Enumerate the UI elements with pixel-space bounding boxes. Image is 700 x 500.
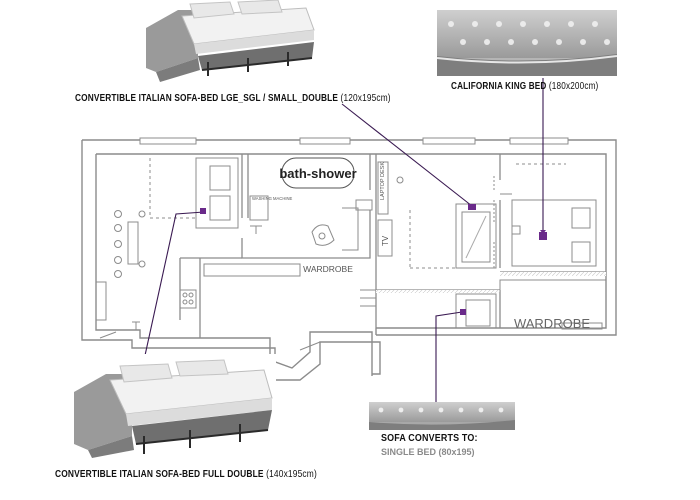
sofa-bed-top-size: (120x195cm) — [340, 92, 391, 104]
sofa-converts-caption: SOFA CONVERTS TO: — [381, 432, 478, 444]
bath-shower-label: bath-shower — [279, 166, 356, 181]
sofa-bed-top-caption: CONVERTIBLE ITALIAN SOFA-BED LGE_SGL / S… — [75, 92, 391, 104]
wardrobe-center-label: WARDROBE — [303, 264, 353, 274]
wall-hatching — [376, 272, 606, 293]
bathroom-fixtures — [249, 157, 373, 251]
hall-furniture — [203, 263, 376, 369]
california-king-size: (180x200cm) — [548, 80, 599, 92]
sofa-bed-photo-top — [138, 0, 320, 86]
windows — [139, 137, 603, 330]
tv-label: TV — [381, 235, 390, 246]
leader-lines — [143, 78, 544, 404]
sofa-bed-top-title: CONVERTIBLE ITALIAN SOFA-BED LGE_SGL / S… — [75, 92, 339, 104]
washing-machine-label: WASHING MACHINE — [252, 196, 293, 201]
laptop-desk-label: LAPTOP DESK — [380, 162, 386, 200]
sofa-bed-bottom-title: CONVERTIBLE ITALIAN SOFA-BED FULL DOUBLE — [55, 468, 264, 480]
sofa-bed-bottom-caption: CONVERTIBLE ITALIAN SOFA-BED FULL DOUBLE… — [55, 468, 317, 480]
california-king-mattress-photo — [437, 10, 617, 76]
living-room-furniture — [377, 161, 497, 329]
leader-markers — [200, 204, 547, 315]
california-king-caption: CALIFORNIA KING BED (180x200cm) — [451, 80, 598, 92]
california-king-title: CALIFORNIA KING BED — [451, 80, 547, 92]
single-bed-size-caption: SINGLE BED (80x195) — [381, 447, 475, 457]
wardrobe-right-label: WARDROBE — [514, 316, 590, 331]
bedroom-furniture — [499, 163, 607, 329]
sofa-bed-photo-bottom — [70, 354, 276, 460]
single-bed-mattress-photo — [369, 402, 515, 430]
sofa-bed-bottom-size: (140x195cm) — [266, 468, 317, 480]
kitchen-furniture — [95, 157, 239, 339]
